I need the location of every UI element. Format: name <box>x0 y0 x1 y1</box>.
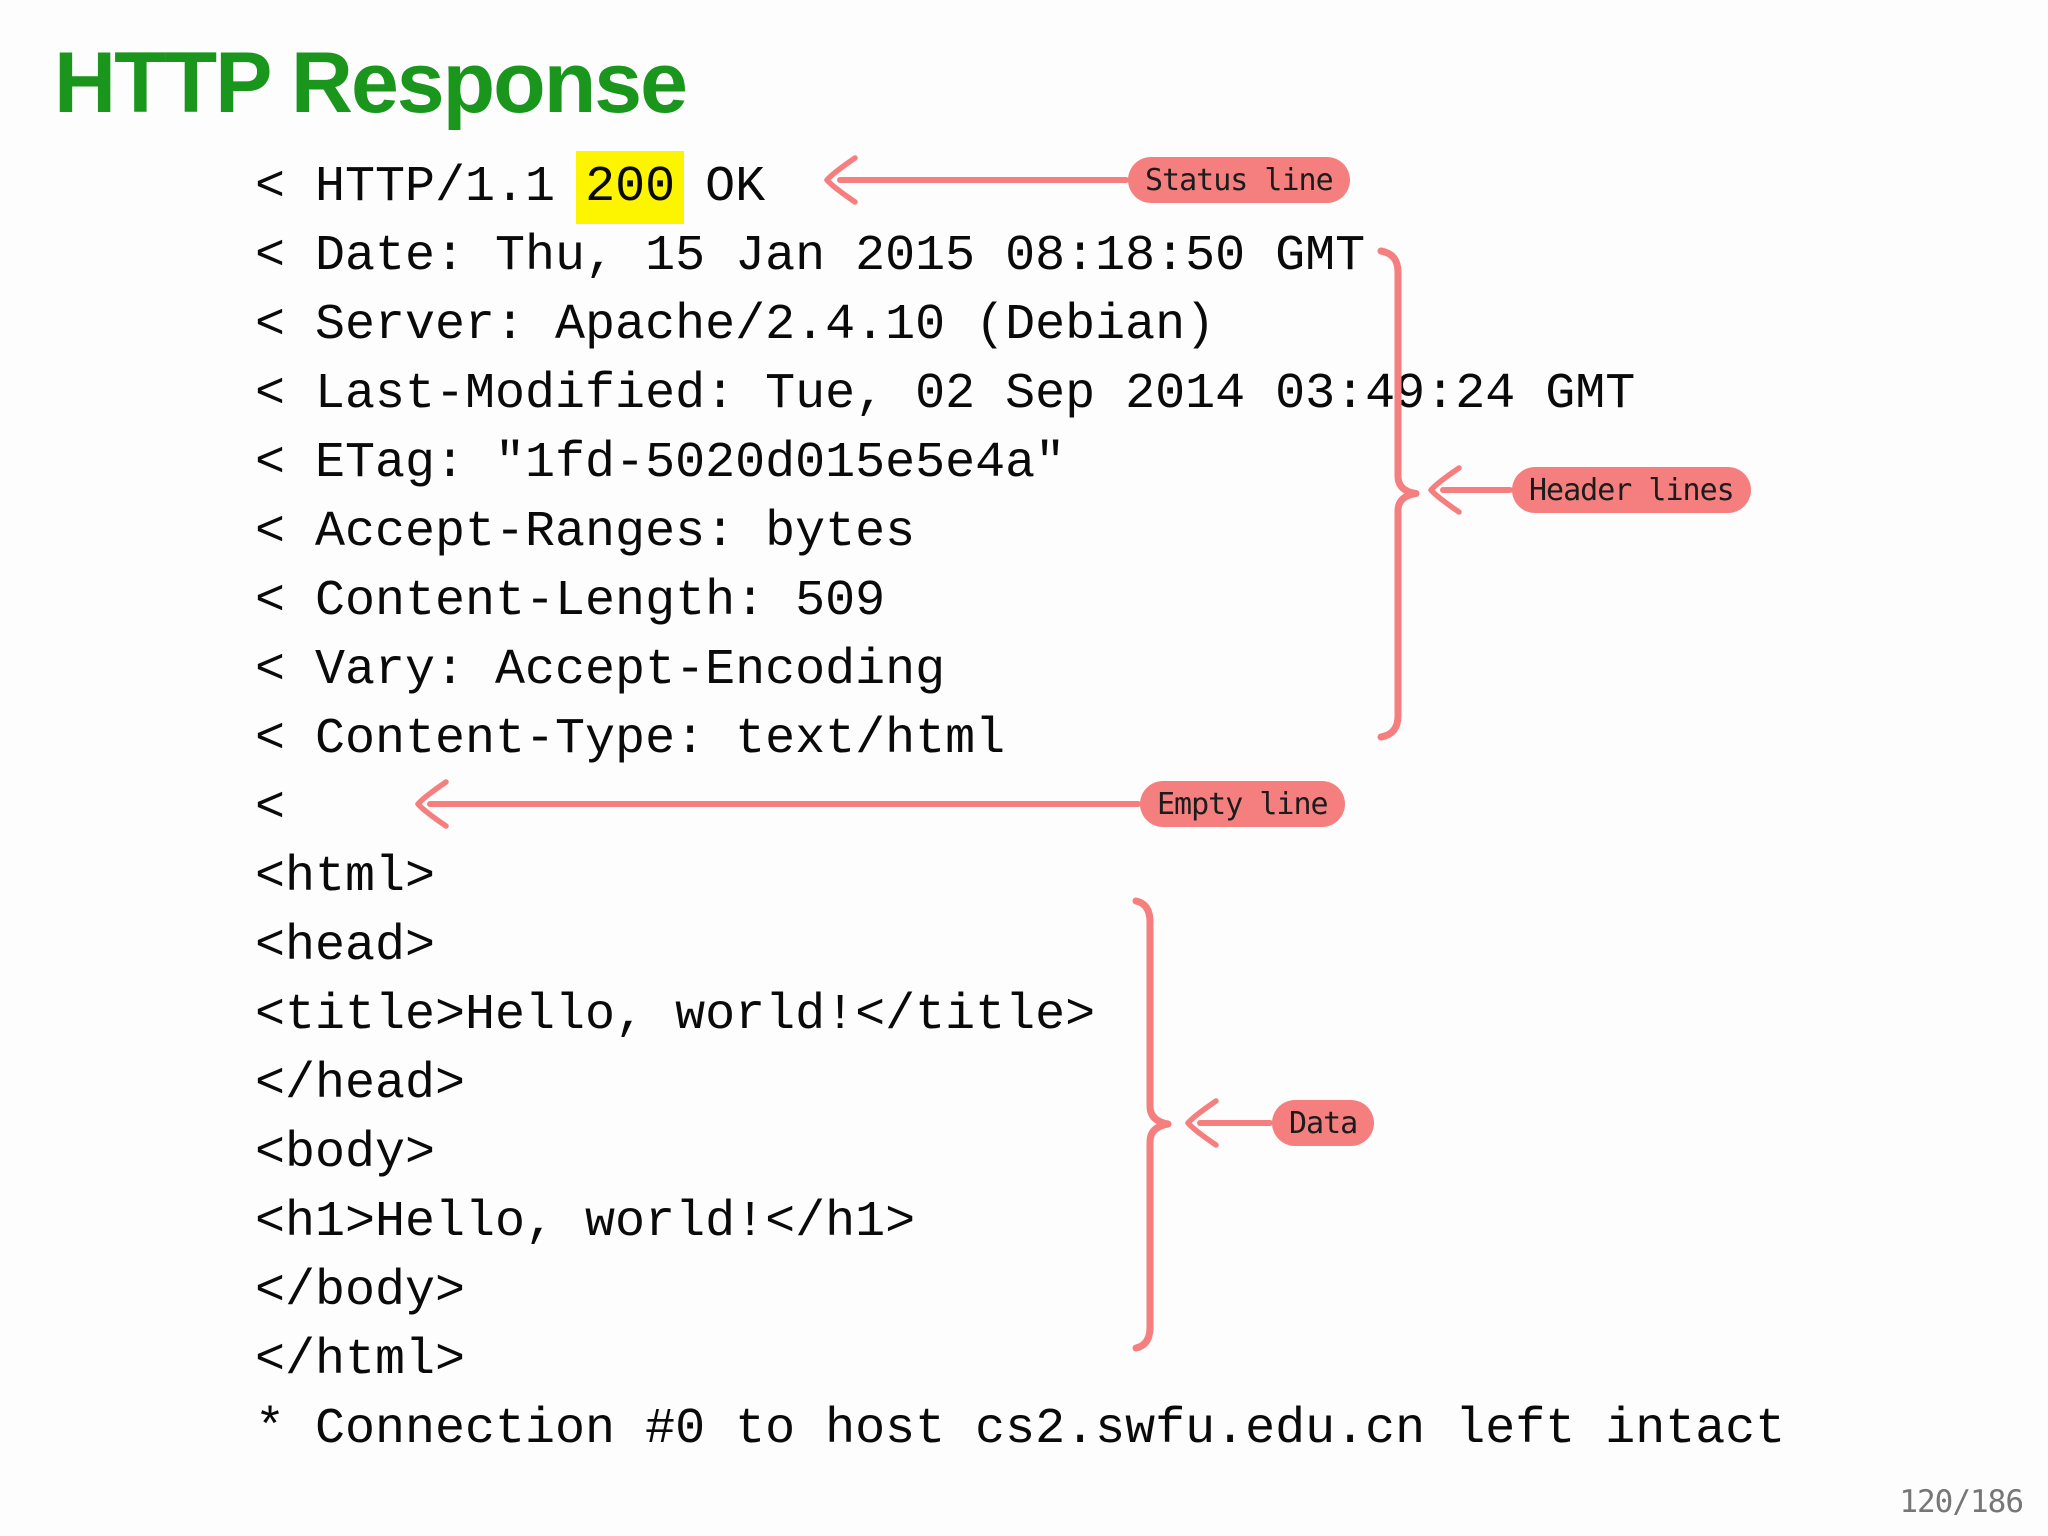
code-line: < Accept-Ranges: bytes <box>255 504 916 561</box>
code-line: <body> <box>255 1125 436 1182</box>
header-lines-callout: Header lines <box>1512 467 1751 513</box>
data-label: Data <box>1289 1105 1358 1141</box>
code-line: < Last-Modified: Tue, 02 Sep 2014 03:49:… <box>255 366 1636 423</box>
slide-title: HTTP Response <box>54 35 688 131</box>
code-line: < <box>255 780 286 837</box>
code-line: < Server: Apache/2.4.10 (Debian) <box>255 297 1216 354</box>
code-line: <html> <box>255 849 436 906</box>
code-line: < HTTP/1.1 200 OK <box>255 151 1785 224</box>
code-line: <h1>Hello, world!</h1> <box>255 1194 916 1251</box>
code-line: <head> <box>255 918 436 975</box>
status-code-highlight: 200 <box>576 151 685 224</box>
http-response-code-block: < HTTP/1.1 200 OK< Date: Thu, 15 Jan 201… <box>255 151 1786 1464</box>
status-line-callout: Status line <box>1128 157 1350 203</box>
code-line: </html> <box>255 1332 466 1389</box>
status-line-label: Status line <box>1145 162 1334 198</box>
code-line: </body> <box>255 1263 466 1320</box>
page-number: 120/186 <box>1899 1484 2024 1520</box>
code-line: < Content-Length: 509 <box>255 573 886 630</box>
code-line: * Connection #0 to host cs2.swfu.edu.cn … <box>255 1401 1786 1458</box>
code-line: < Vary: Accept-Encoding <box>255 642 946 699</box>
header-lines-label: Header lines <box>1529 472 1735 508</box>
data-callout: Data <box>1272 1100 1375 1146</box>
code-line: < Date: Thu, 15 Jan 2015 08:18:50 GMT <box>255 228 1366 285</box>
code-line: </head> <box>255 1056 466 1113</box>
code-line: < Content-Type: text/html <box>255 711 1006 768</box>
empty-line-callout: Empty line <box>1140 781 1345 827</box>
code-line: < ETag: "1fd-5020d015e5e4a" <box>255 435 1066 492</box>
code-line: <title>Hello, world!</title> <box>255 987 1096 1044</box>
empty-line-label: Empty line <box>1157 786 1329 822</box>
